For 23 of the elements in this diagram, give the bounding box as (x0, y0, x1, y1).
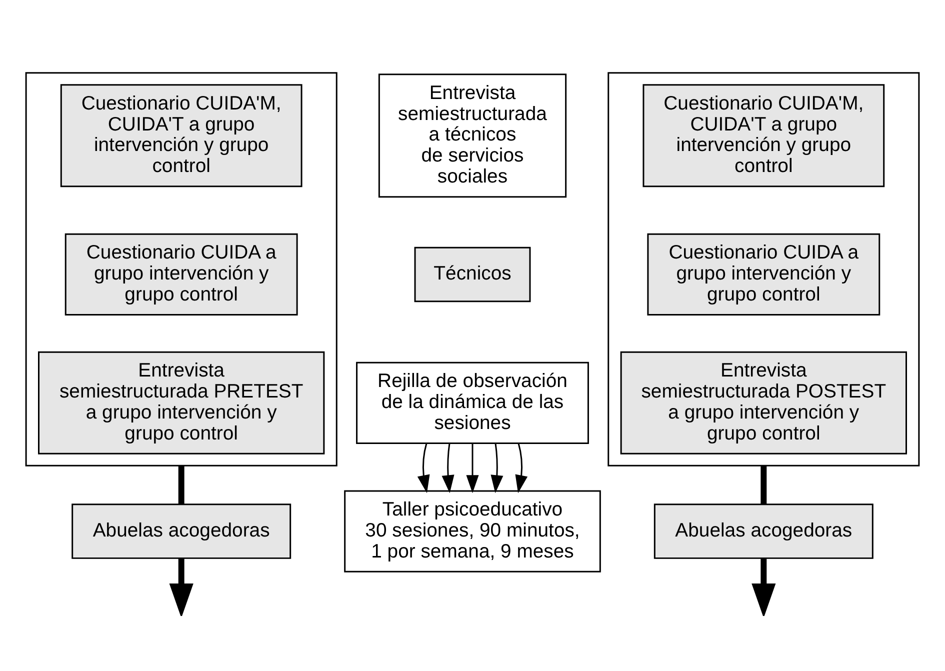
node-box: Cuestionario CUIDA'M, CUIDA'T a grupo intervención y grupo control (642, 84, 885, 188)
node-box: Cuestionario CUIDA a grupo intervención y grupo control (64, 233, 298, 316)
node-box: Taller psicoeducativo 30 sesiones, 90 minutos, 1 por semana, 9 meses (344, 490, 601, 572)
arrow (515, 443, 528, 494)
arrow (442, 443, 454, 494)
node-box: Cuestionario CUIDA'M, CUIDA'T a grupo intervención y grupo control (60, 84, 302, 188)
cluster (25, 72, 338, 466)
cluster (608, 72, 920, 466)
arrow (466, 443, 479, 494)
connector (760, 466, 767, 504)
node-box: Rejilla de observación de la dinámica de las sesiones (356, 362, 589, 444)
node-box: Entrevista semiestructurada a técnicos de servicios sociales (378, 74, 567, 198)
node-box: Entrevista semiestructurada POSTEST a grupo intervención y grupo control (620, 351, 907, 454)
connector (178, 466, 184, 504)
arrow (752, 558, 776, 616)
node-box: Abuelas acogedoras (654, 504, 874, 559)
arrow (417, 443, 430, 494)
arrow (490, 443, 504, 494)
node-box: Técnicos (414, 246, 531, 302)
node-box: Entrevista semiestructurada PRETEST a grupo intervención y grupo control (38, 351, 325, 454)
arrow (169, 558, 194, 616)
node-box: Abuelas acogedoras (72, 504, 292, 559)
node-box: Cuestionario CUIDA a grupo intervención y grupo control (647, 233, 880, 316)
